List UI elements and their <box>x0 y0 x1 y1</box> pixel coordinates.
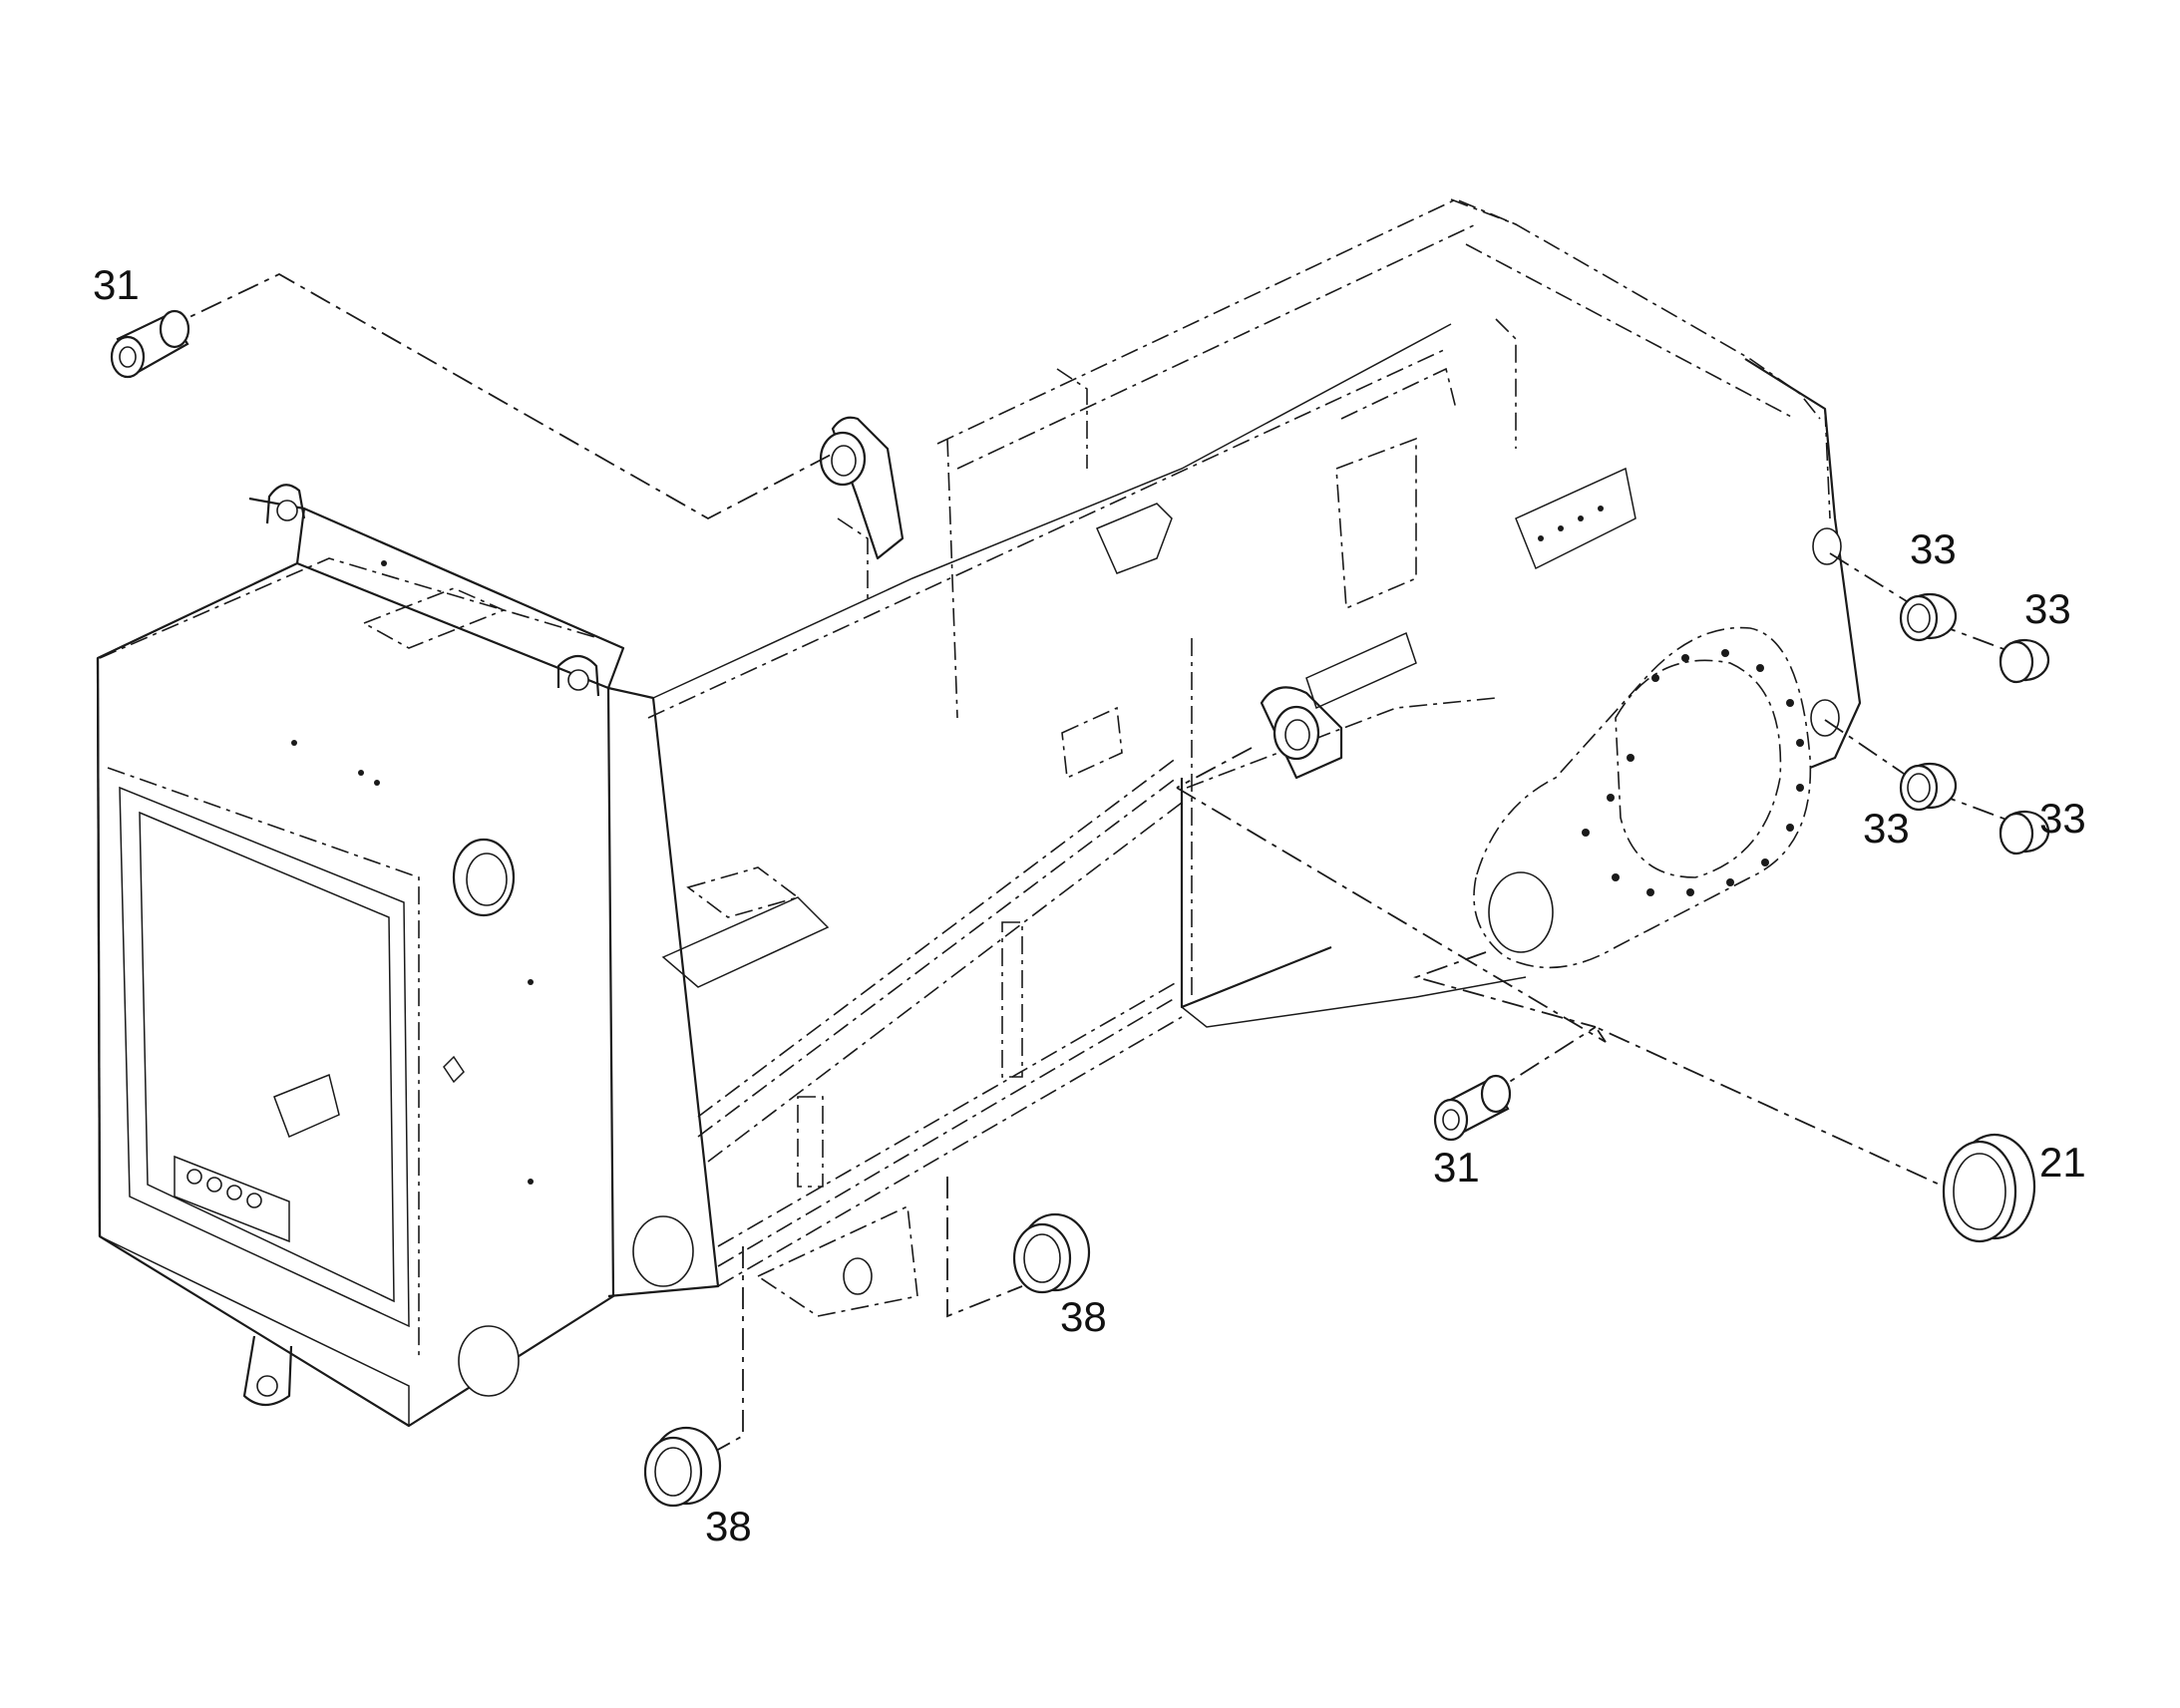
callout-31-top: 31 <box>93 261 140 308</box>
bearing-33-a <box>1899 592 1958 642</box>
callout-33-d: 33 <box>2039 795 2086 842</box>
seal-38-bottom <box>643 1426 722 1508</box>
ring-21 <box>1942 1133 2036 1243</box>
callout-31-mid: 31 <box>1433 1144 1480 1191</box>
bearing-33-d <box>1998 810 2050 855</box>
frame-flange-plate <box>1473 527 1842 969</box>
callout-38-bottom: 38 <box>705 1503 752 1549</box>
seal-38-mid <box>1012 1212 1091 1294</box>
bearing-33-c <box>1899 762 1958 812</box>
frame-main-body <box>607 198 1862 1317</box>
frame-front-box <box>96 484 694 1428</box>
callout-33-a: 33 <box>1910 525 1957 572</box>
bearing-33-b <box>1998 638 2050 684</box>
bushing-31-top <box>110 309 190 379</box>
bushing-31-mid <box>1433 1074 1512 1142</box>
leader-lines <box>164 272 2015 1462</box>
callout-33-b: 33 <box>2024 585 2071 632</box>
callout-33-c: 33 <box>1863 805 1910 852</box>
callout-38-mid: 38 <box>1060 1293 1107 1340</box>
callout-21: 21 <box>2039 1139 2086 1186</box>
